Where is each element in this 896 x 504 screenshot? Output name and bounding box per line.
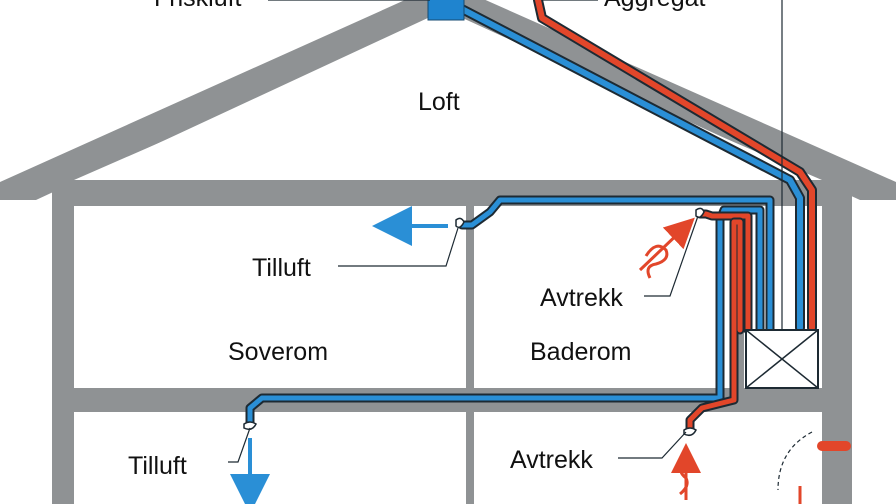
label-loft: Loft xyxy=(418,88,460,116)
friskluft-intake xyxy=(427,0,465,21)
vent-tilluft-lower xyxy=(243,421,257,431)
label-avtrekk-lower: Avtrekk xyxy=(510,446,593,474)
door-swing xyxy=(777,431,813,491)
label-tilluft-upper: Tilluft xyxy=(252,254,311,282)
vent-tilluft-upper xyxy=(455,217,465,229)
attic-floor xyxy=(52,180,852,200)
leader-lines xyxy=(228,0,783,463)
down-arrow-icon xyxy=(230,206,448,504)
label-baderom: Baderom xyxy=(530,338,631,366)
vents xyxy=(243,207,705,437)
attic-space xyxy=(74,18,822,180)
label-tilluft-lower: Tilluft xyxy=(128,452,187,480)
room-lower-left xyxy=(74,412,466,504)
crossed-box-icon xyxy=(745,329,819,389)
vent-avtrekk-lower xyxy=(683,427,697,437)
swirl-arrow-icon xyxy=(638,217,701,500)
label-friskluft: Friskluft xyxy=(154,0,242,12)
label-soverom: Soverom xyxy=(228,338,328,366)
label-aggregat: Aggregat xyxy=(604,0,706,12)
label-avtrekk-upper: Avtrekk xyxy=(540,284,623,312)
ducts xyxy=(245,0,851,451)
